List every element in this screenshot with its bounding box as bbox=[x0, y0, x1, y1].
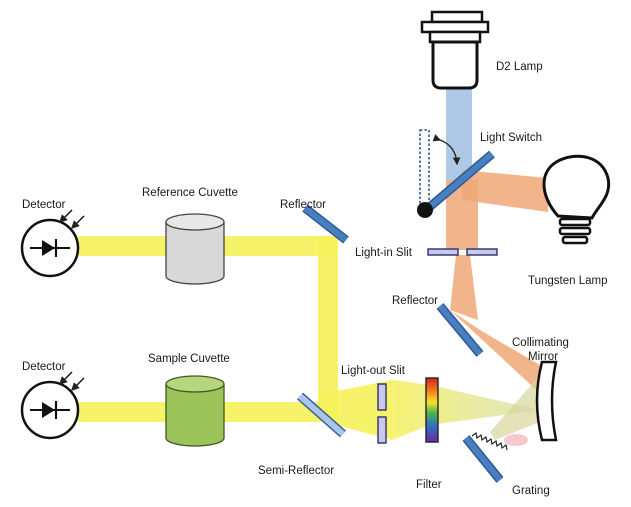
label-reflector-mid: Reflector bbox=[392, 295, 438, 307]
beam-to-grating bbox=[490, 375, 545, 440]
label-d2-lamp: D2 Lamp bbox=[496, 61, 543, 73]
label-light-switch: Light Switch bbox=[480, 132, 542, 144]
light-in-slit bbox=[427, 248, 498, 256]
tungsten-lamp bbox=[542, 154, 611, 245]
light-out-slit bbox=[377, 383, 387, 444]
label-detector-top: Detector bbox=[22, 199, 66, 211]
tungsten-beam bbox=[462, 170, 548, 212]
label-light-out-slit: Light-out Slit bbox=[341, 365, 406, 377]
reference-cuvette bbox=[165, 213, 225, 285]
semi-reflector bbox=[297, 392, 346, 438]
label-reflector-top: Reflector bbox=[280, 199, 326, 211]
label-semi-reflector: Semi-Reflector bbox=[258, 465, 334, 477]
beams bbox=[78, 88, 548, 446]
grating bbox=[462, 431, 508, 483]
yellow-beam-vertical bbox=[318, 236, 338, 416]
light-switch bbox=[417, 129, 495, 218]
label-filter: Filter bbox=[416, 479, 442, 491]
d2-beam bbox=[446, 88, 472, 180]
beam-to-reflector bbox=[450, 255, 478, 320]
label-collimating-mirror-2: Mirror bbox=[528, 351, 558, 363]
detector-bottom bbox=[20, 371, 85, 440]
labels: D2 Lamp Light Switch Tungsten Lamp Light… bbox=[22, 61, 607, 497]
d2-lamp bbox=[420, 10, 490, 90]
label-detector-bottom: Detector bbox=[22, 361, 66, 373]
label-grating: Grating bbox=[512, 485, 550, 497]
mixed-beam-vertical bbox=[446, 180, 478, 250]
label-reference-cuvette: Reference Cuvette bbox=[142, 187, 238, 199]
dispersion-spot bbox=[504, 434, 528, 446]
filter bbox=[425, 377, 439, 443]
label-light-in-slit: Light-in Slit bbox=[355, 247, 413, 259]
reflector-mid bbox=[436, 303, 484, 357]
label-tungsten-lamp: Tungsten Lamp bbox=[528, 275, 607, 287]
reflector-top bbox=[302, 204, 349, 244]
label-sample-cuvette: Sample Cuvette bbox=[148, 353, 230, 365]
label-collimating-mirror-1: Collimating bbox=[512, 337, 569, 349]
beam-to-collimator bbox=[450, 310, 545, 398]
collimating-mirror bbox=[535, 360, 558, 442]
detector-top bbox=[20, 209, 85, 278]
sample-cuvette bbox=[165, 375, 225, 447]
